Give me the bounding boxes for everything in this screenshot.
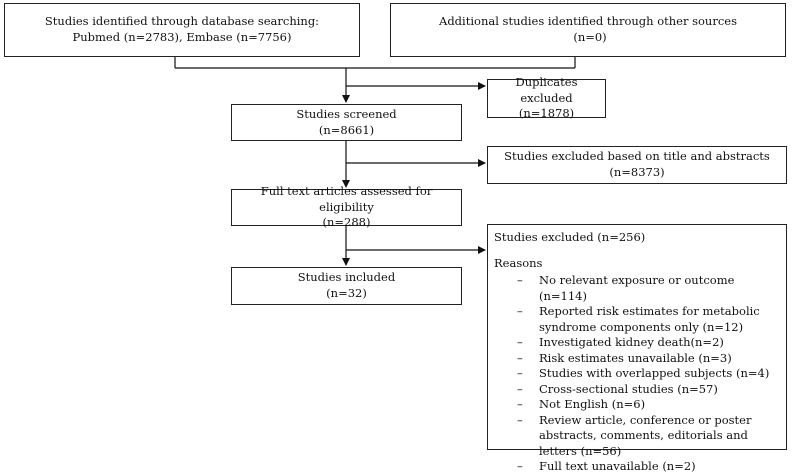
excluded-title-line2: (n=8373) <box>609 165 665 179</box>
reason-item: Reported risk estimates for metabolic sy… <box>517 304 780 335</box>
included-line1: Studies included <box>297 270 396 285</box>
reason-item: Investigated kidney death(n=2) <box>517 335 780 351</box>
included-box: Studies included (n=32) <box>231 267 462 305</box>
fulltext-line1: Full text articles assessed for eligibil… <box>260 184 433 214</box>
reason-item: Full text unavailable (n=2) <box>517 459 780 475</box>
screened-box: Studies screened (n=8661) <box>231 104 462 141</box>
duplicates-line1: Duplicates excluded <box>515 75 578 105</box>
other-sources-line2: (n=0) <box>573 30 607 44</box>
excluded-title-line1: Studies excluded based on title and abst… <box>504 149 770 164</box>
fulltext-box: Full text articles assessed for eligibil… <box>231 184 462 229</box>
other-sources-line1: Additional studies identified through ot… <box>439 14 737 29</box>
excluded-title-box: Studies excluded based on title and abst… <box>487 146 787 184</box>
database-search-box: Studies identified through database sear… <box>4 3 360 57</box>
database-search-line1: Studies identified through database sear… <box>44 14 320 29</box>
fulltext-line2: (n=288) <box>322 215 371 230</box>
reason-item: Cross-sectional studies (n=57) <box>517 382 780 398</box>
duplicates-box: Duplicates excluded (n=1878) <box>487 75 606 120</box>
screened-line2: (n=8661) <box>318 122 375 137</box>
duplicates-line2: (n=1878) <box>518 106 575 121</box>
other-sources-box: Additional studies identified through ot… <box>390 3 786 57</box>
excluded-fulltext-title: Studies excluded (n=256) <box>494 230 646 244</box>
reason-item: Risk estimates unavailable (n=3) <box>517 351 780 367</box>
included-line2: (n=32) <box>326 286 367 300</box>
reason-item: Not English (n=6) <box>517 397 780 413</box>
reason-item: Review article, conference or poster abs… <box>517 413 780 460</box>
reason-item: No relevant exposure or outcome (n=114) <box>517 273 780 304</box>
screened-line1: Studies screened <box>296 106 397 121</box>
database-search-line2: Pubmed (n=2783), Embase (n=7756) <box>72 30 292 44</box>
excluded-fulltext-box: Studies excluded (n=256) Reasons No rele… <box>487 224 787 474</box>
reasons-list: No relevant exposure or outcome (n=114) … <box>494 273 780 475</box>
flow-connectors <box>174 57 576 266</box>
reason-item: Studies with overlapped subjects (n=4) <box>517 366 780 382</box>
reasons-label: Reasons <box>494 255 543 270</box>
